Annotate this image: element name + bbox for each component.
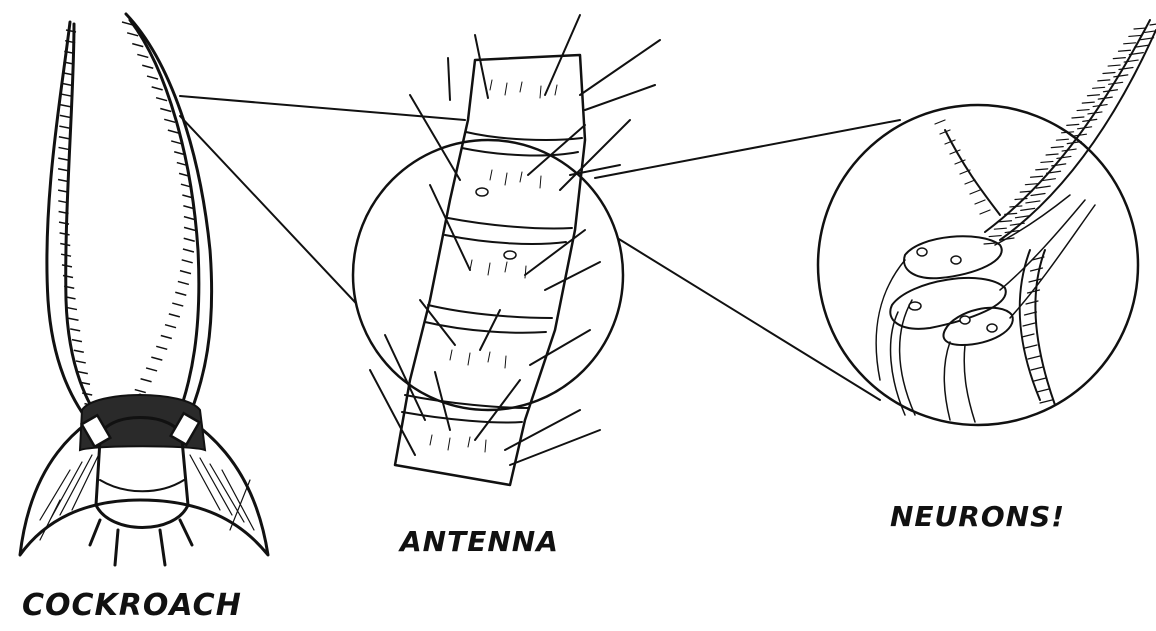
segment-tick bbox=[169, 314, 180, 317]
left-antenna-inner bbox=[66, 24, 104, 426]
segment-tick bbox=[67, 308, 77, 310]
neurons-magnifier-circle bbox=[818, 105, 1138, 425]
antenna-drawing bbox=[353, 15, 660, 485]
antenna-pore bbox=[504, 251, 516, 259]
segment-tick bbox=[78, 372, 88, 374]
segment-tick bbox=[132, 44, 143, 47]
segment-tick bbox=[1103, 72, 1115, 73]
segment-tick bbox=[61, 94, 71, 96]
segment-tick bbox=[60, 244, 70, 246]
segment-tick bbox=[59, 147, 69, 149]
segment-tick bbox=[58, 158, 68, 160]
segment-tick bbox=[182, 260, 193, 263]
segment-tick bbox=[1093, 87, 1105, 88]
right-antenna-segments bbox=[116, 22, 195, 425]
segment-tick bbox=[61, 254, 71, 256]
right-antenna bbox=[126, 14, 212, 424]
segment-tick bbox=[1124, 43, 1136, 44]
segment-tick bbox=[151, 357, 162, 360]
segment-tick bbox=[156, 98, 167, 101]
segment-tick bbox=[165, 325, 176, 328]
segment-tick bbox=[1072, 117, 1084, 118]
segment-tick bbox=[1118, 50, 1130, 51]
segment-tick bbox=[60, 105, 70, 107]
segment-tick bbox=[1129, 35, 1141, 36]
segment-tick bbox=[146, 368, 157, 371]
segment-tick bbox=[1087, 95, 1099, 96]
antenna-pore bbox=[476, 188, 488, 196]
segment-tick bbox=[58, 179, 68, 181]
segment-tick bbox=[60, 233, 70, 235]
segment-tick bbox=[1114, 75, 1128, 77]
segment-tick bbox=[69, 318, 79, 320]
segment-tick bbox=[184, 238, 195, 241]
segment-tick bbox=[1150, 23, 1156, 25]
segment-tick bbox=[152, 87, 163, 90]
cockroach-drawing bbox=[20, 14, 268, 565]
neuron-nucleus bbox=[960, 316, 970, 324]
left-antenna bbox=[47, 22, 95, 430]
cockroach-label: COCKROACH bbox=[22, 588, 242, 623]
segment-tick bbox=[1109, 82, 1123, 84]
segment-tick bbox=[164, 119, 175, 122]
segment-tick bbox=[62, 265, 72, 267]
segment-tick bbox=[141, 379, 152, 382]
segment-tick bbox=[183, 249, 194, 252]
segment-tick bbox=[82, 393, 92, 395]
segment-tick bbox=[127, 33, 138, 36]
segment-tick bbox=[59, 126, 69, 128]
segment-tick bbox=[184, 227, 195, 230]
segment-tick bbox=[147, 76, 158, 79]
segment-tick bbox=[178, 281, 189, 284]
segment-tick bbox=[168, 130, 179, 133]
segment-tick bbox=[161, 336, 172, 339]
head-clypeus bbox=[100, 480, 184, 491]
neurons-label: NEURONS! bbox=[890, 500, 1065, 533]
segment-tick bbox=[1082, 102, 1094, 103]
segment-tick bbox=[1077, 110, 1089, 111]
neuron-nucleus bbox=[987, 324, 997, 332]
segment-tick bbox=[1119, 67, 1133, 69]
segment-tick bbox=[1098, 80, 1110, 81]
segment-tick bbox=[76, 361, 86, 363]
right-antenna-inner bbox=[130, 20, 199, 422]
segment-tick bbox=[137, 54, 148, 57]
segment-tick bbox=[156, 346, 167, 349]
left-antenna-segments bbox=[58, 30, 99, 427]
neuron-nucleus bbox=[917, 248, 927, 256]
segment-tick bbox=[135, 390, 146, 393]
segment-tick bbox=[58, 169, 68, 171]
segment-tick bbox=[1067, 124, 1079, 125]
neurons-drawing bbox=[818, 20, 1156, 425]
segment-tick bbox=[62, 83, 72, 85]
segment-tick bbox=[60, 115, 70, 117]
segment-tick bbox=[172, 303, 183, 306]
segment-tick bbox=[1108, 65, 1120, 66]
segment-tick bbox=[74, 350, 84, 352]
segment-tick bbox=[175, 292, 186, 295]
segment-tick bbox=[180, 271, 191, 274]
segment-tick bbox=[184, 217, 195, 220]
segment-tick bbox=[59, 137, 69, 139]
segment-tick bbox=[72, 340, 82, 342]
segment-tick bbox=[160, 108, 171, 111]
antenna-label: ANTENNA bbox=[400, 525, 559, 558]
neuron-nucleus bbox=[951, 256, 961, 264]
segment-tick bbox=[1113, 58, 1125, 59]
segment-tick bbox=[142, 65, 153, 68]
segment-tick bbox=[70, 329, 80, 331]
